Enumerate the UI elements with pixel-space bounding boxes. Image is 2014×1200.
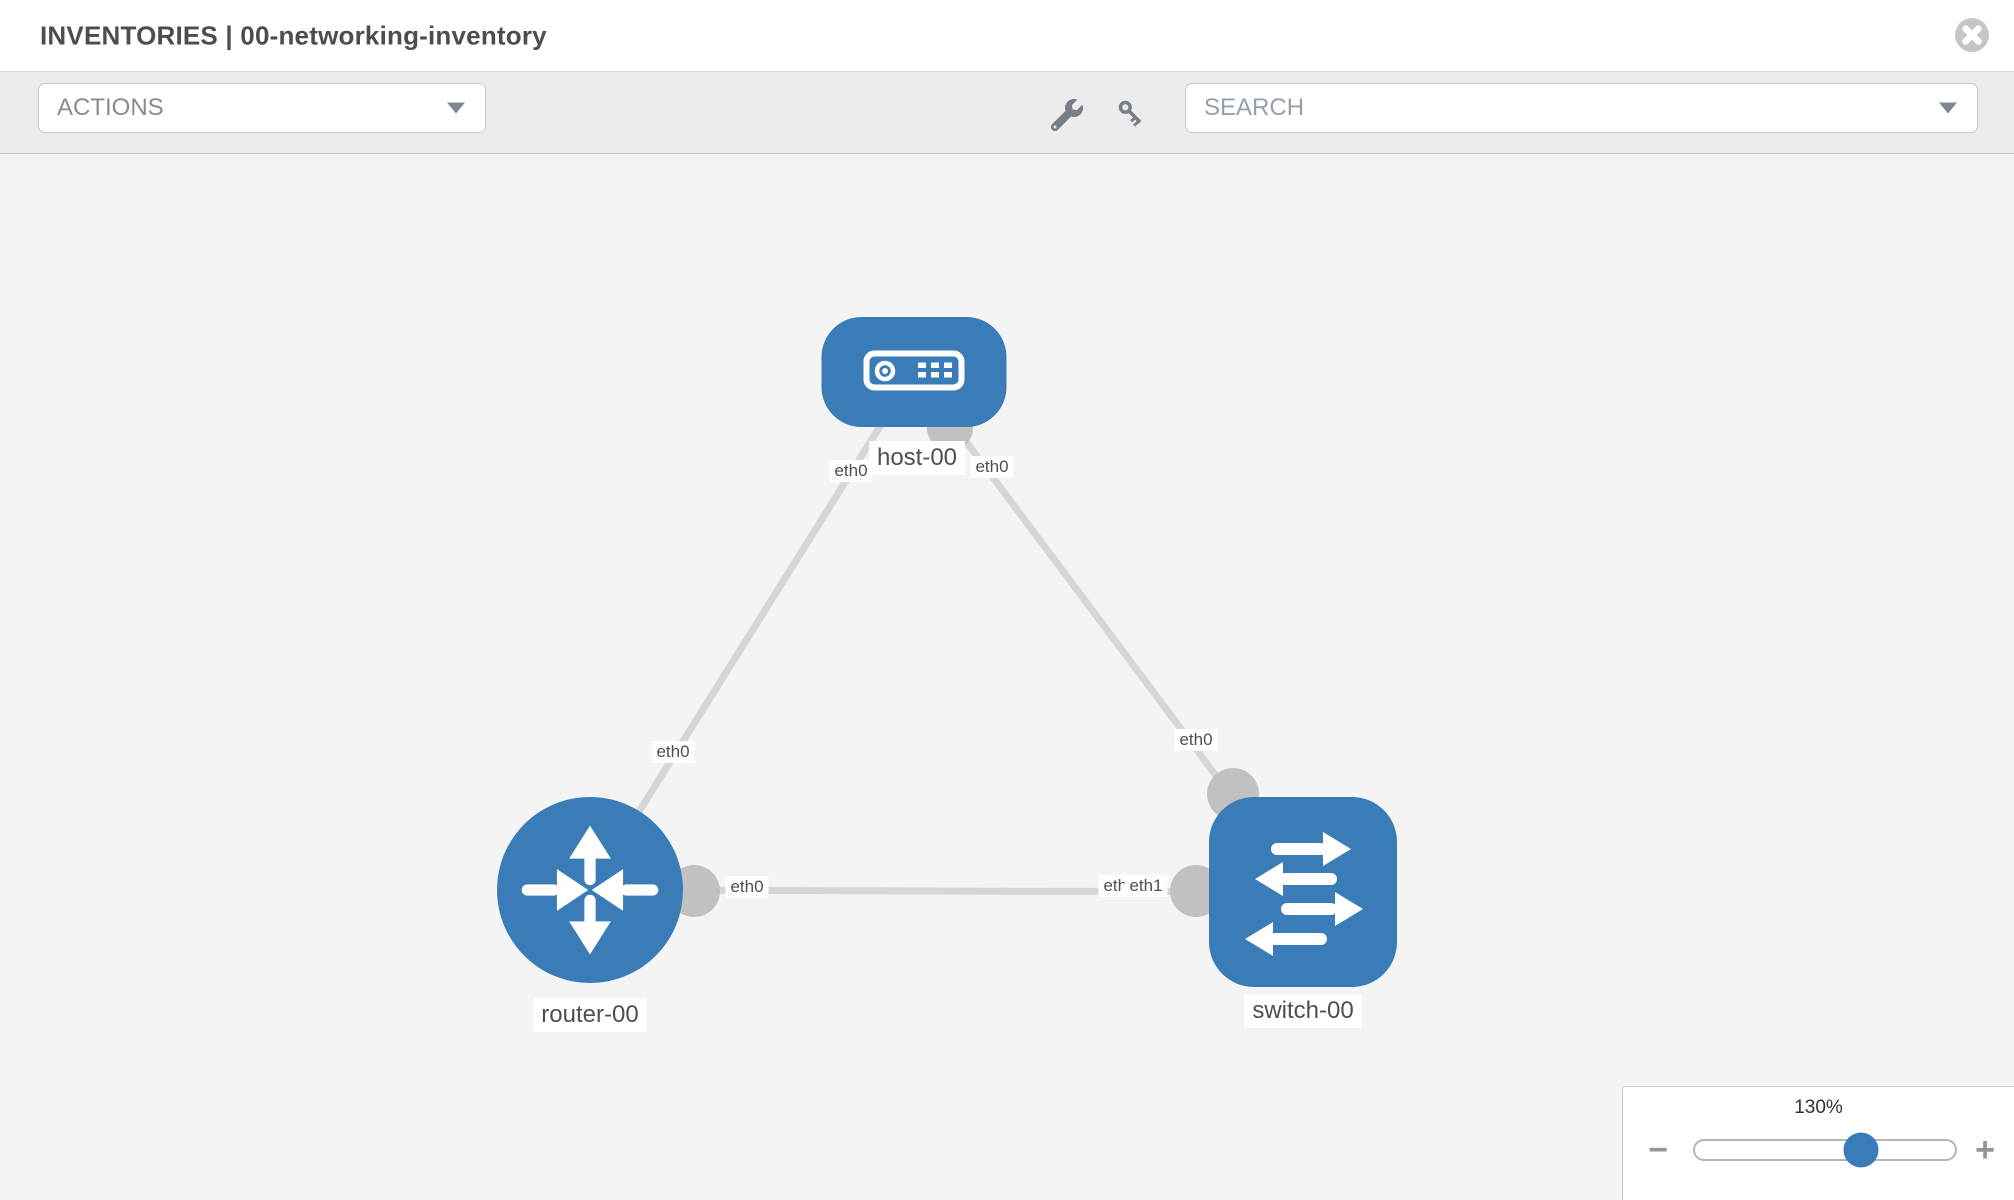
wrench-button[interactable]	[1050, 99, 1083, 132]
chevron-down-icon	[447, 102, 465, 114]
interface-label: eth0	[651, 741, 695, 763]
node-label-host-00: host-00	[868, 441, 966, 475]
zoom-in-button[interactable]: +	[1975, 1131, 1995, 1169]
search-dropdown[interactable]: SEARCH	[1185, 83, 1978, 133]
key-icon	[1118, 100, 1142, 127]
times-circle-icon	[1955, 18, 1989, 52]
zoom-slider-thumb[interactable]	[1843, 1132, 1879, 1168]
page-header: INVENTORIES | 00-networking-inventory	[0, 0, 2014, 72]
node-host-00[interactable]	[821, 317, 1007, 427]
close-button[interactable]	[1954, 17, 1990, 53]
link-host-router[interactable]	[587, 370, 917, 892]
zoom-slider-track[interactable]	[1693, 1132, 1957, 1168]
node-switch-00[interactable]	[1209, 797, 1397, 987]
key-button[interactable]	[1117, 99, 1149, 131]
interface-label: eth0	[829, 460, 873, 482]
page-title: INVENTORIES | 00-networking-inventory	[40, 20, 547, 50]
search-dropdown-label: SEARCH	[1204, 94, 1305, 121]
actions-dropdown[interactable]: ACTIONS	[38, 83, 486, 133]
toolbar: ACTIONS SEARCH	[0, 72, 2014, 154]
zoom-out-button[interactable]: −	[1648, 1131, 1668, 1169]
node-router-00[interactable]	[497, 797, 683, 983]
interface-label: eth0	[970, 456, 1014, 478]
interface-label: eth0	[725, 876, 769, 898]
node-label-switch-00: switch-00	[1244, 994, 1362, 1028]
interface-label: eth0	[1174, 729, 1218, 751]
wrench-icon	[1050, 99, 1083, 132]
zoom-level-label: 130%	[1794, 1097, 1843, 1118]
topology-svg	[497, 317, 1397, 987]
zoom-panel: 130% − +	[1622, 1086, 2014, 1200]
interface-label: eth1	[1124, 875, 1168, 897]
actions-dropdown-label: ACTIONS	[57, 94, 164, 121]
chevron-down-icon	[1939, 102, 1957, 114]
node-label-router-00: router-00	[533, 998, 647, 1032]
